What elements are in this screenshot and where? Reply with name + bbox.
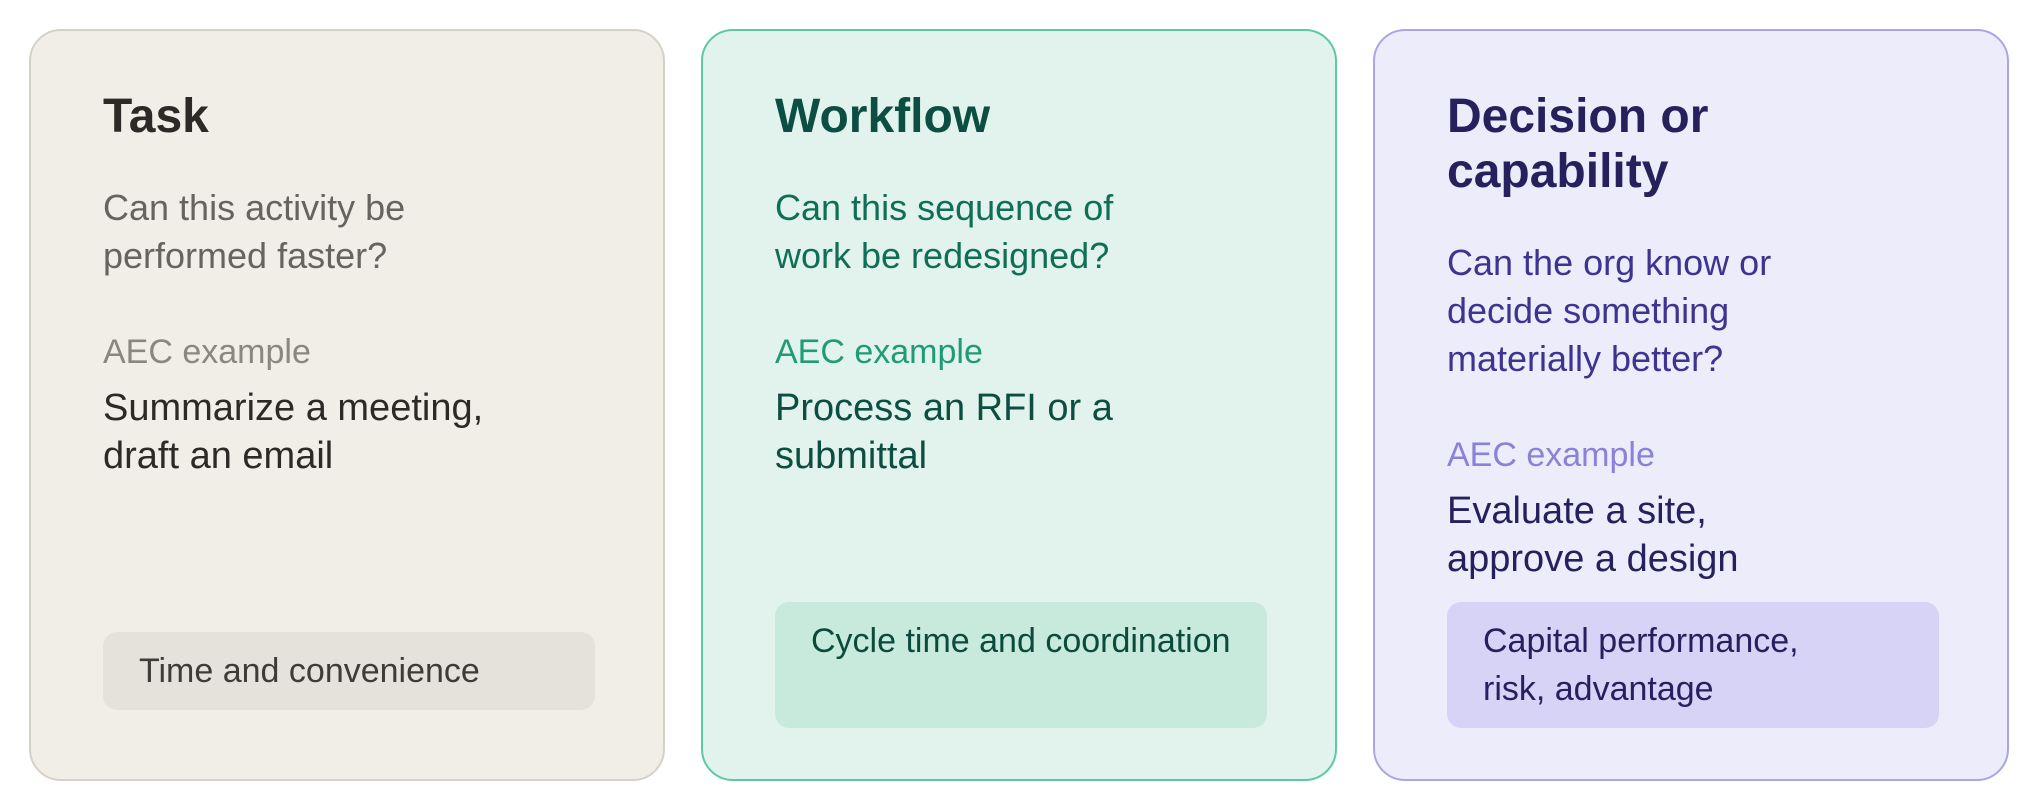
decision-card-content: Decision or capability Can the org know … [1447,89,1947,583]
workflow-title: Workflow [775,90,991,143]
task-example: Summarize a meeting, draft an email [103,387,484,477]
decision-outcome-badge: Capital performance, risk, advantage [1447,602,1939,728]
task-example-label: AEC example [103,333,311,371]
decision-example-label: AEC example [1447,436,1655,474]
task-title: Task [103,90,209,143]
workflow-outcome-badge: Cycle time and coordination [775,602,1267,728]
workflow-question: Can this sequence of work be redesigned? [775,187,1114,276]
task-card: Task Can this activity be performed fast… [29,29,665,781]
task-card-content: Task Can this activity be performed fast… [103,89,603,480]
workflow-example: Process an RFI or a submittal [775,387,1113,477]
workflow-card-content: Workflow Can this sequence of work be re… [775,89,1275,480]
decision-example: Evaluate a site, approve a design [1447,490,1739,580]
workflow-card: Workflow Can this sequence of work be re… [701,29,1337,781]
workflow-example-label: AEC example [775,333,983,371]
decision-title: Decision or capability [1447,90,1709,198]
task-question: Can this activity be performed faster? [103,187,406,276]
decision-card: Decision or capability Can the org know … [1373,29,2009,781]
task-outcome-badge: Time and convenience [103,632,595,710]
decision-question: Can the org know or decide something mat… [1447,242,1772,379]
